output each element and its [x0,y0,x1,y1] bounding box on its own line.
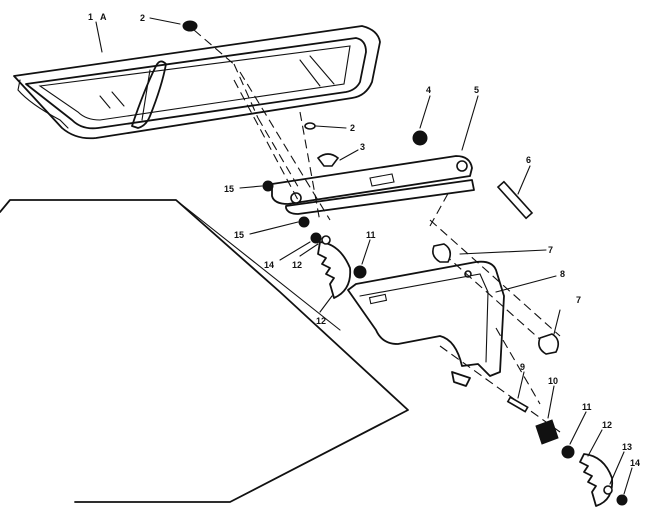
callout-15a: 15 [224,184,234,194]
callout-5: 5 [474,85,479,95]
callout-15b: 15 [234,230,244,240]
spacer-7a [432,243,452,263]
callout-14b: 14 [630,458,640,468]
blade-guard [13,25,381,140]
leader-lines [95,17,633,495]
washer-14b [616,494,628,506]
table-outline [0,199,409,503]
callout-9: 9 [520,362,525,372]
screw-top [182,20,198,32]
callout-4: 4 [426,85,431,95]
callout-12a: 12 [292,260,302,270]
spacer-7b [538,333,560,355]
spacer-13 [321,235,331,245]
callout-7b: 7 [576,295,581,305]
spring-10 [535,419,559,445]
washer-14 [310,232,322,244]
screw-mid [304,122,316,130]
spacer-13b [603,485,613,495]
callout-2a: 2 [140,13,145,23]
callout-labels: 1 A 2 2 3 4 5 6 7 7 8 9 10 11 11 12 12 1… [88,12,640,468]
callout-11a: 11 [366,230,376,240]
spring-11b [561,445,575,459]
pawl-right [579,453,614,507]
callout-8: 8 [560,269,565,279]
callout-2b: 2 [350,123,355,133]
callout-10: 10 [548,376,558,386]
knob [316,153,340,167]
washer-15b [298,216,310,228]
nut-4 [412,130,428,146]
hardware [182,20,628,506]
spring-11a [353,265,367,279]
callout-12b: 12 [316,316,326,326]
pin-9 [506,396,529,413]
callout-7a: 7 [548,245,553,255]
callout-3: 3 [360,142,365,152]
callout-11b: 11 [582,402,592,412]
callout-13: 13 [622,442,632,452]
bracket [347,260,505,387]
alignment-lines [193,29,561,433]
callout-14a: 14 [264,260,274,270]
callout-12c: 12 [602,420,612,430]
callout-6: 6 [526,155,531,165]
support-arm [271,155,475,215]
washer-15a [262,180,274,192]
bolt-6 [496,180,534,220]
callout-1: 1 [88,12,93,22]
pawl-left [317,241,352,299]
callout-1a: A [100,12,107,22]
